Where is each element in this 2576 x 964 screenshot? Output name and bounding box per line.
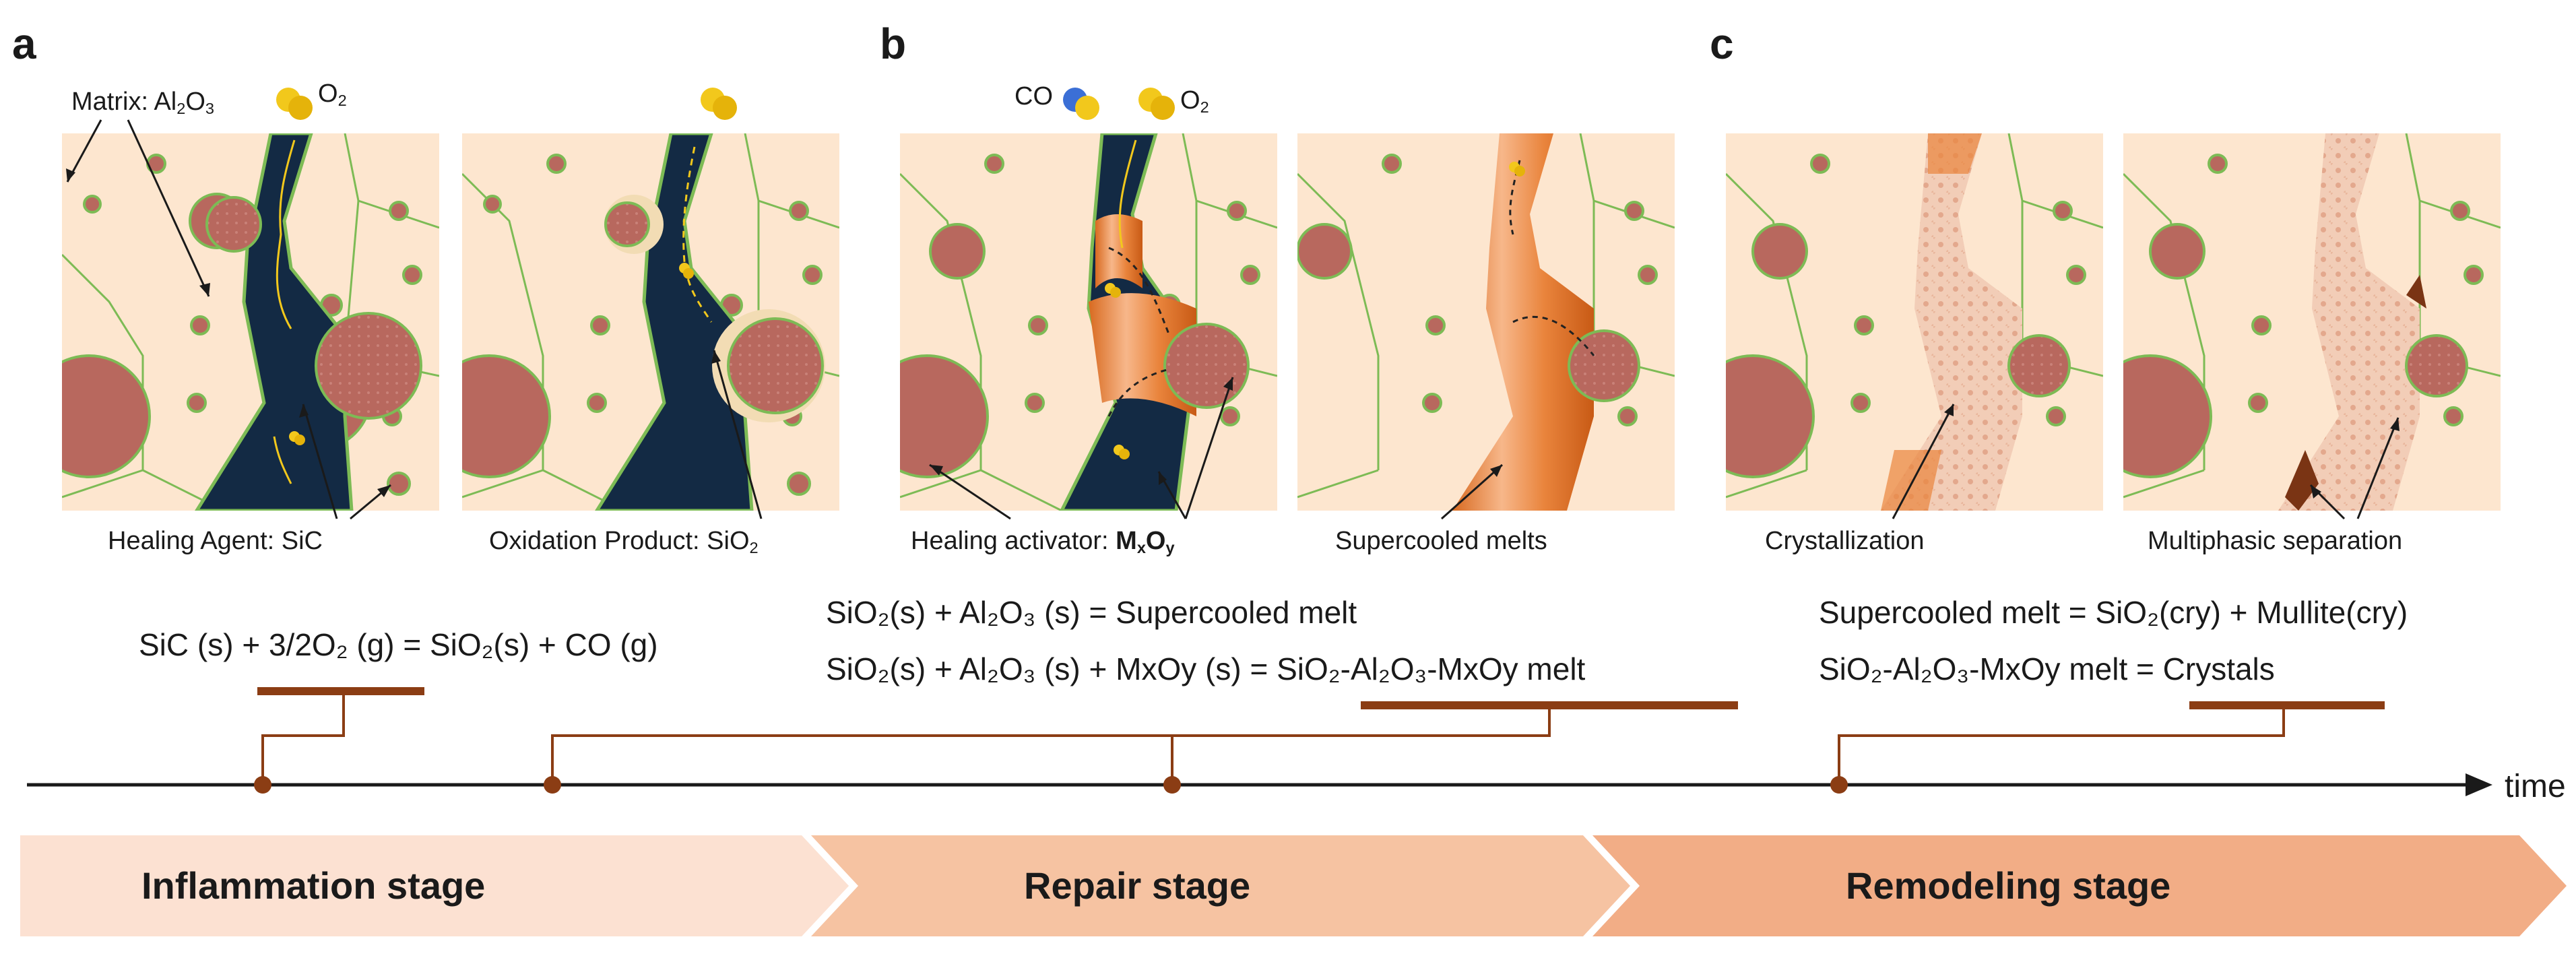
panel-b2-supercooled xyxy=(1297,133,1675,511)
o2-molecule-a xyxy=(276,88,313,120)
oxidation-product-label: Oxidation Product: SiO2 xyxy=(489,527,759,556)
time-axis-label: time xyxy=(2505,769,2566,804)
stage-inflammation: Inflammation stage xyxy=(141,864,486,907)
o2-molecule-a2 xyxy=(701,88,737,120)
timeline xyxy=(27,687,2492,796)
panel-a1-crack xyxy=(62,133,439,511)
equation-b1: SiO₂(s) + Al₂O₃ (s) = Supercooled melt xyxy=(826,595,1357,630)
equation-b2: SiO₂(s) + Al₂O₃ (s) + MxOy (s) = SiO₂-Al… xyxy=(826,651,1586,686)
stage-chevrons xyxy=(20,835,2567,936)
o2-molecule-b xyxy=(1138,88,1175,120)
stage-repair: Repair stage xyxy=(1024,864,1251,907)
equation-a: SiC (s) + 3/2O₂ (g) = SiO₂(s) + CO (g) xyxy=(139,627,658,662)
multiphasic-separation-label: Multiphasic separation xyxy=(2148,527,2403,555)
crystallization-label: Crystallization xyxy=(1765,527,1925,555)
panel-letter-b: b xyxy=(880,20,907,68)
panel-letter-c: c xyxy=(1710,20,1734,68)
o2-label-b: O2 xyxy=(1180,86,1209,116)
panel-c2-separation xyxy=(2123,133,2501,511)
panel-c1-crystallization xyxy=(1726,133,2103,511)
o2-label-a: O2 xyxy=(318,79,347,109)
co-molecule-b xyxy=(1063,88,1099,120)
panel-a2-oxidation xyxy=(462,133,839,511)
equation-c2: SiO₂-Al₂O₃-MxOy melt = Crystals xyxy=(1819,651,2275,686)
supercooled-melts-label: Supercooled melts xyxy=(1335,527,1547,555)
co-label-b: CO xyxy=(1015,82,1053,110)
healing-agent-label: Healing Agent: SiC xyxy=(108,527,323,555)
matrix-label: Matrix: Al2O3 xyxy=(71,88,215,117)
panel-letter-a: a xyxy=(12,20,36,68)
healing-activator-label: Healing activator: MxOy xyxy=(911,527,1175,556)
stage-remodeling: Remodeling stage xyxy=(1846,864,2171,907)
panel-b1-activator xyxy=(900,133,1277,511)
equation-c1: Supercooled melt = SiO₂(cry) + Mullite(c… xyxy=(1819,595,2408,630)
